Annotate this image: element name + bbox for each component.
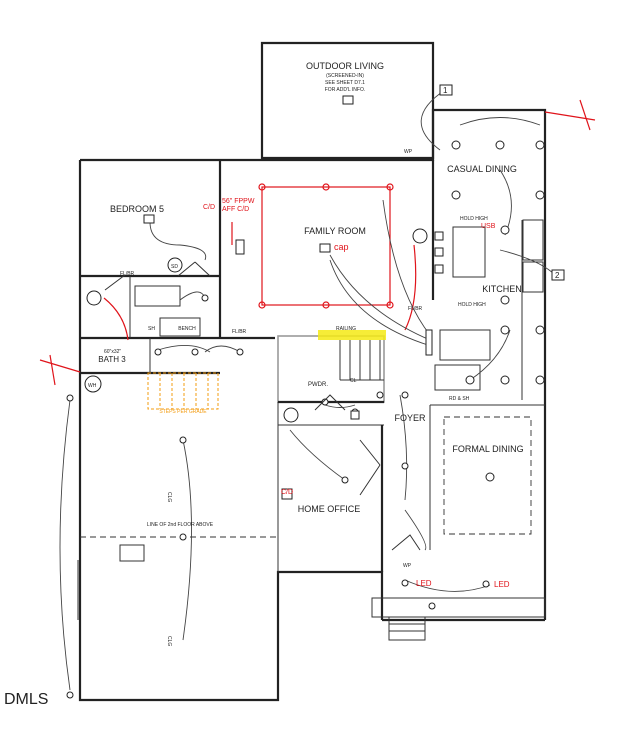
formal-dining-label: FORMAL DINING <box>452 444 523 454</box>
hold-high-note-1: HOLD HIGH <box>460 216 488 222</box>
home-office-label: HOME OFFICE <box>298 504 361 514</box>
attic-access <box>119 544 145 562</box>
sh-note: SH <box>148 326 155 332</box>
outdoor-living-label: OUTDOOR LIVING (SCREENED-IN) SEE SHEET D… <box>306 61 384 93</box>
railing-note: RAILING <box>336 326 356 332</box>
kitchen-label: KITCHEN <box>482 284 522 294</box>
bedroom5-label: BEDROOM 5 <box>110 204 164 214</box>
light-fixtures <box>66 95 545 699</box>
family-room-red-layout <box>258 183 394 309</box>
circuit-tag-1: 1 <box>439 84 453 96</box>
hold-high-note-2: HOLD HIGH <box>458 302 486 308</box>
second-floor-line-note: LINE OF 2nd FLOOR ABOVE <box>147 522 214 528</box>
smoke-detector-note: SD <box>171 264 178 270</box>
tub-size-note: 60"x32" <box>104 349 121 355</box>
bench-note: BENCH <box>178 326 196 332</box>
led-note-1: LED <box>416 579 432 588</box>
exterior-walls <box>78 41 547 702</box>
fl-br-note-3: FL/BR <box>408 306 423 312</box>
red-section-left <box>39 359 81 373</box>
circuit-tag-2: 2 <box>551 269 565 281</box>
railing-highlight <box>318 330 386 340</box>
fppw-note-line2: AFF C/D <box>222 206 249 213</box>
office-cd-note: C/D <box>281 489 293 496</box>
red-section-right <box>544 111 596 121</box>
wp-note-2: WP <box>403 563 412 569</box>
foyer-label: FOYER <box>394 413 426 423</box>
family-room-label: FAMILY ROOM <box>304 226 366 236</box>
svg-text:SEE SHEET D7.1: SEE SHEET D7.1 <box>325 80 365 86</box>
bedroom-cd-note: C/D <box>203 204 215 211</box>
wiring <box>59 89 556 691</box>
usb-note: USB <box>481 223 496 230</box>
svg-text:OUTDOOR LIVING: OUTDOOR LIVING <box>306 61 384 71</box>
led-note-2: LED <box>494 580 510 589</box>
cap-note: cap <box>334 242 349 252</box>
fppw-note-line1: 56" FPPW <box>222 198 255 205</box>
svg-text:(SCREENED-IN): (SCREENED-IN) <box>326 73 364 79</box>
casual-dining-label: CASUAL DINING <box>447 164 517 174</box>
rd-sh-note: RD & SH <box>449 396 470 402</box>
powder-room-label: PWDR. <box>308 382 328 388</box>
svg-text:1: 1 <box>443 86 448 95</box>
wp-note-1: WP <box>404 149 413 155</box>
water-heater-note: WH <box>88 383 97 389</box>
closet-note: CL <box>350 378 357 384</box>
dmls-watermark: DMLS <box>4 691 48 708</box>
svg-text:FOR ADD'L INFO.: FOR ADD'L INFO. <box>325 87 366 93</box>
steps-per-grade-note: STEPS PER GRADE <box>159 409 207 415</box>
main-stair <box>339 340 384 381</box>
clg-note-1: CLG <box>166 492 172 502</box>
fl-br-note-2: FL/BR <box>232 329 247 335</box>
exterior-steps <box>147 372 219 410</box>
fl-br-note-1: FL/BR <box>120 271 135 277</box>
svg-text:2: 2 <box>555 271 560 280</box>
formal-dining-ceiling <box>443 416 532 535</box>
clg-note-2: CLG <box>166 636 172 646</box>
doors <box>104 261 421 551</box>
bath3-label: BATH 3 <box>98 355 126 364</box>
